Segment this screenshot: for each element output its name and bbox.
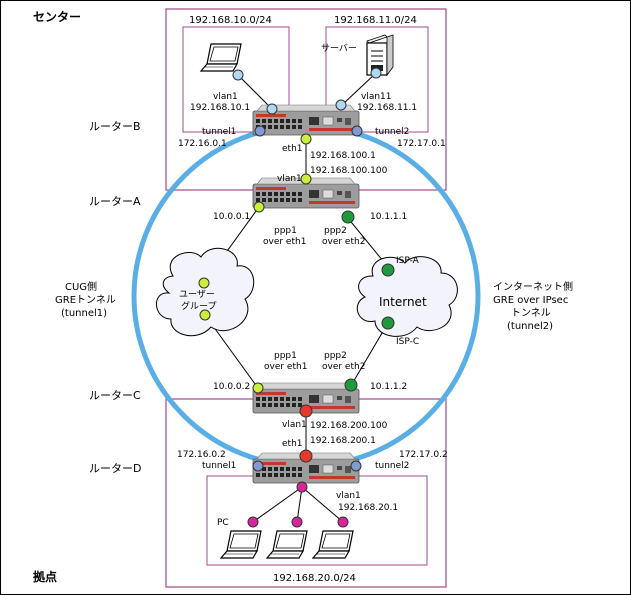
a-ppp2-if [341,210,355,224]
subnet-11-frame [325,26,429,133]
subnet-10-frame [182,26,290,133]
d-tunnel1-if [252,460,264,472]
laptop-icon [200,43,242,72]
b-tunnel1-if [254,125,266,137]
b-tunnel2-if [351,125,363,137]
c-ppp2-line1: ppp2 [324,351,347,361]
a-ppp1-if [253,201,265,213]
b-tunnel2-ip: 172.17.0.1 [397,139,446,149]
d-eth1-if [299,449,313,463]
d-eth1-name: eth1 [282,439,303,449]
b-vlan1-name: vlan1 [213,92,238,102]
d-tunnel1-name: tunnel1 [202,461,236,471]
c-ppp1-ip: 10.0.0.2 [213,382,250,392]
b-vlan11-ip: 192.168.11.1 [357,103,417,113]
a-ppp2-line1: ppp2 [324,226,347,236]
a-vlan1-if [300,173,312,185]
c-ppp2-if [344,378,358,392]
router-c-label: ルーターC [89,389,141,402]
pc-port [337,516,349,528]
laptop-icon [266,530,308,559]
c-ppp1-line1: ppp1 [274,351,297,361]
d-tunnel1-ip: 172.16.0.2 [177,450,226,460]
cug-out [199,309,211,321]
subnet-20-label: 192.168.20.0/24 [273,573,356,584]
d-tunnel2-name: tunnel2 [375,461,409,471]
b-tunnel2-name: tunnel2 [375,127,409,137]
cug-label-3: (tunnel1) [61,308,107,319]
b-tunnel1-ip: 172.16.0.1 [178,139,227,149]
b-vlan1-if [266,103,278,115]
pc-label: PC [217,518,229,528]
laptop-icon [312,530,354,559]
b-vlan11-name: vlan11 [361,92,392,102]
a-ppp1-line1: ppp1 [274,226,297,236]
c-ppp2-line2: over eth2 [322,362,365,372]
d-vlan1-ip: 192.168.20.1 [338,503,398,513]
d-vlan1-name: vlan1 [336,491,361,501]
cug-label-1: CUG側 [65,280,97,293]
pc-port [247,516,259,528]
server-label: サーバー [321,43,357,54]
internet-cloud [356,256,458,337]
inet-label-1: インターネット側 [493,280,573,293]
server-icon [366,34,394,77]
isp-c-label: ISP-C [396,337,419,347]
inet-label-3: トンネル [511,307,551,319]
c-ppp2-ip: 10.1.1.2 [370,382,407,392]
d-eth1-ip: 192.168.200.1 [310,436,376,446]
area-branch-label: 拠点 [33,569,57,584]
a-ppp2-line2: over eth2 [322,237,365,247]
router-d-label: ルーターD [89,462,141,475]
inet-label-2: GRE over IPsec [493,295,568,306]
a-ppp1-ip: 10.0.0.1 [213,212,250,222]
router-b-label: ルーターB [89,120,141,133]
router-a-label: ルーターA [89,195,141,208]
isp-a-label: ISP-A [396,256,420,266]
c-ppp1-line2: over eth1 [264,362,307,372]
b-tunnel1-name: tunnel1 [202,127,236,137]
isp-a-node [381,263,395,277]
area-center-label: センター [33,10,81,24]
cug-label-2: GREトンネル [55,294,116,306]
subnet-11-label: 192.168.11.0/24 [334,15,417,26]
d-tunnel2-if [350,460,362,472]
c-ppp1-if [252,382,264,394]
c-vlan1-name: vlan1 [282,420,307,430]
a-vlan1-name: vlan1 [277,174,302,184]
a-ppp2-ip: 10.1.1.1 [370,212,407,222]
subnet-10-label: 192.168.10.0/24 [189,15,272,26]
inet-label-4: (tunnel2) [507,321,553,332]
d-vlan1-if [296,481,308,493]
isp-c-node [381,316,395,330]
a-vlan1-ip: 192.168.100.100 [310,166,388,176]
user-group-line1: ユーザー [179,289,215,300]
b-vlan1-port [232,69,244,81]
b-vlan1-ip: 192.168.10.1 [190,103,250,113]
b-eth1-name: eth1 [282,144,303,154]
b-eth1-if [300,133,312,145]
a-ppp1-line2: over eth1 [263,237,306,247]
user-group-cloud [156,247,255,337]
b-eth1-ip: 192.168.100.1 [310,151,376,161]
d-tunnel2-ip: 172.17.0.2 [399,450,448,460]
c-vlan1-ip: 192.168.200.100 [310,421,388,431]
c-vlan1-if [299,404,313,418]
internet-label: Internet [379,295,427,309]
laptop-icon [220,530,262,559]
server-port [370,67,382,79]
b-vlan11-if [335,99,347,111]
pc-port [291,516,303,528]
cug-in [198,277,210,289]
user-group-line2: グループ [181,300,216,312]
